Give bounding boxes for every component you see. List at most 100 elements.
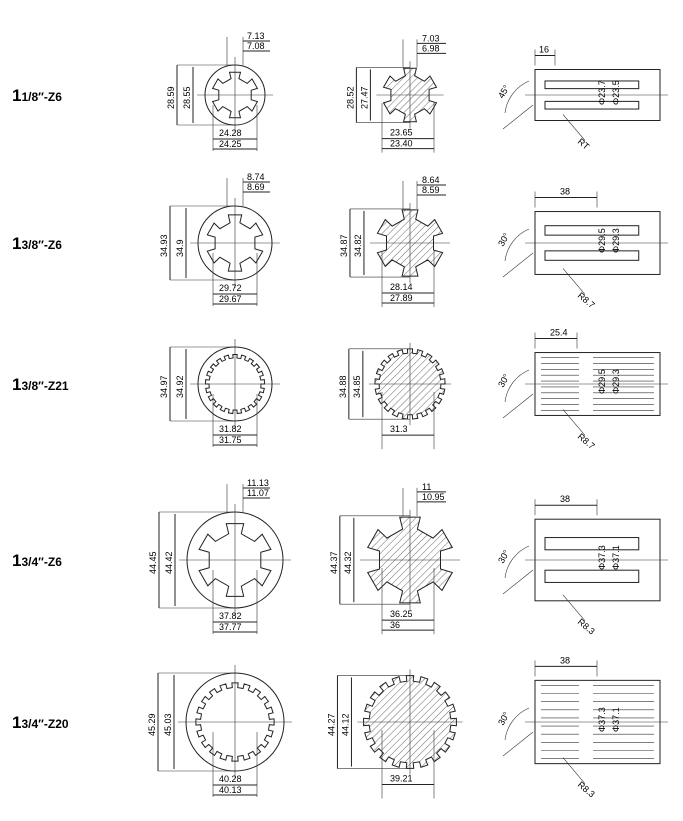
hub-inner-diameter-lower: 31.75: [219, 435, 242, 445]
shaft-key-width-upper: 8.64: [422, 175, 440, 185]
side-radius: R8.7: [576, 290, 597, 310]
hub-key-width-upper: 7.13: [247, 31, 265, 41]
hub-outer-diameter-lower: 34.92: [175, 375, 185, 398]
side-diameter-2: Φ23.5: [611, 80, 621, 105]
side-length-dimension: 16: [539, 45, 549, 55]
side-angle-arc: [504, 80, 530, 114]
shaft-outer-diameter-lower: 34.82: [353, 234, 363, 257]
shaft-inner-diameter-upper: 23.65: [390, 128, 413, 138]
hub-outer-diameter-upper: 34.97: [159, 375, 169, 398]
hub-key-width-lower: 8.69: [247, 182, 265, 192]
hub-inner-diameter-upper: 31.82: [219, 424, 242, 434]
hub-key-width-upper: 11.13: [247, 478, 269, 488]
shaft-outer-diameter-upper: 34.87: [339, 234, 349, 257]
shaft-outer-diameter-lower: 44.32: [343, 551, 353, 574]
hub-inner-diameter-upper: 37.82: [219, 611, 242, 621]
shaft-outer-diameter-upper: 44.37: [329, 551, 339, 574]
side-chamfer-angle: 30°: [496, 231, 512, 248]
side-diameter-2: Φ29.3: [611, 228, 621, 253]
hub-outer-diameter-lower: 28.55: [182, 86, 192, 109]
hub-outer-diameter-upper: 28.59: [166, 86, 176, 109]
shaft-outer-diameter-lower: 34.85: [352, 375, 362, 398]
side-slot-lower: [544, 250, 640, 261]
side-diameter-2: Φ37.1: [611, 545, 621, 570]
shaft-inner-diameter-upper: 31.3: [390, 424, 408, 434]
hub-spline-outline: [198, 523, 272, 597]
side-diameter-1: Φ37.3: [597, 545, 607, 570]
hub-inner-diameter-upper: 24.28: [219, 128, 242, 138]
shaft-key-width-upper: 11: [422, 482, 431, 492]
side-diameter-1: Φ29.5: [597, 369, 607, 394]
side-slot-upper: [544, 225, 640, 236]
side-radius: R8.3: [576, 780, 597, 800]
hub-outer-diameter-upper: 45.29: [147, 713, 157, 736]
shaft-outer-diameter-upper: 34.88: [338, 375, 348, 398]
row-label: 13/4″-Z20: [12, 713, 69, 732]
side-diameter-2: Φ29.3: [611, 369, 621, 394]
row-label: 13/8″-Z6: [12, 234, 62, 253]
hub-spline-outline: [204, 354, 266, 415]
side-angle-arc: [504, 707, 530, 741]
hub-outer-diameter-lower: 44.42: [164, 551, 174, 574]
side-length-dimension: 38: [560, 655, 570, 665]
hub-spline-outline: [195, 682, 275, 762]
row-label: 13/4″-Z6: [12, 551, 62, 570]
shaft-inner-diameter-upper: 36.25: [390, 609, 413, 619]
hub-outer-diameter-upper: 34.93: [159, 234, 169, 257]
hub-inner-diameter-lower: 24.25: [219, 139, 242, 149]
shaft-inner-diameter-lower: 27.89: [390, 293, 413, 303]
side-angle-arc: [504, 228, 530, 262]
hub-outer-diameter-lower: 34.9: [175, 239, 185, 257]
shaft-key-width-lower: 10.95: [422, 492, 445, 502]
hub-inner-diameter-upper: 29.72: [219, 283, 242, 293]
side-radius: R8.3: [576, 617, 597, 637]
side-length-dimension: 38: [560, 494, 570, 504]
shaft-inner-diameter-upper: 28.14: [390, 282, 413, 292]
hub-key-width-upper: 8.74: [247, 172, 265, 182]
shaft-inner-diameter-upper: 39.21: [390, 774, 413, 784]
side-radius: R8.7: [576, 431, 597, 451]
hub-outer-diameter-upper: 44.45: [148, 551, 158, 574]
side-diameter-2: Φ37.1: [611, 707, 621, 732]
hub-inner-diameter-lower: 37.77: [219, 622, 242, 632]
hub-inner-diameter-upper: 40.28: [219, 774, 242, 784]
row-label: 13/8″-Z21: [12, 375, 69, 394]
side-length-dimension: 25.4: [550, 328, 568, 338]
side-diameter-1: Φ23.7: [597, 80, 607, 105]
side-length-dimension: 38: [560, 187, 570, 197]
shaft-outer-diameter-lower: 27.47: [359, 86, 369, 109]
side-radius: RT: [576, 136, 592, 152]
hub-spline-outline: [206, 214, 264, 272]
shaft-outer-diameter-upper: 44.27: [326, 713, 336, 736]
shaft-key-width-upper: 7.03: [422, 33, 440, 43]
hub-inner-diameter-lower: 29.67: [219, 294, 242, 304]
shaft-outer-diameter-upper: 28.52: [345, 86, 355, 109]
row-label: 11/8″-Z6: [12, 86, 62, 105]
hub-key-width-lower: 7.08: [247, 41, 265, 51]
side-chamfer-angle: 30°: [496, 710, 512, 727]
shaft-outer-diameter-lower: 44.12: [340, 713, 350, 736]
shaft-view: 44.27 44.12 39.21: [326, 669, 463, 799]
hub-outer-diameter-lower: 45.03: [163, 713, 173, 736]
hub-spline-outline: [211, 71, 259, 119]
side-slot-lower: [544, 569, 640, 583]
side-slot-lower: [544, 100, 640, 110]
hub-key-width-lower: 11.07: [247, 488, 269, 498]
